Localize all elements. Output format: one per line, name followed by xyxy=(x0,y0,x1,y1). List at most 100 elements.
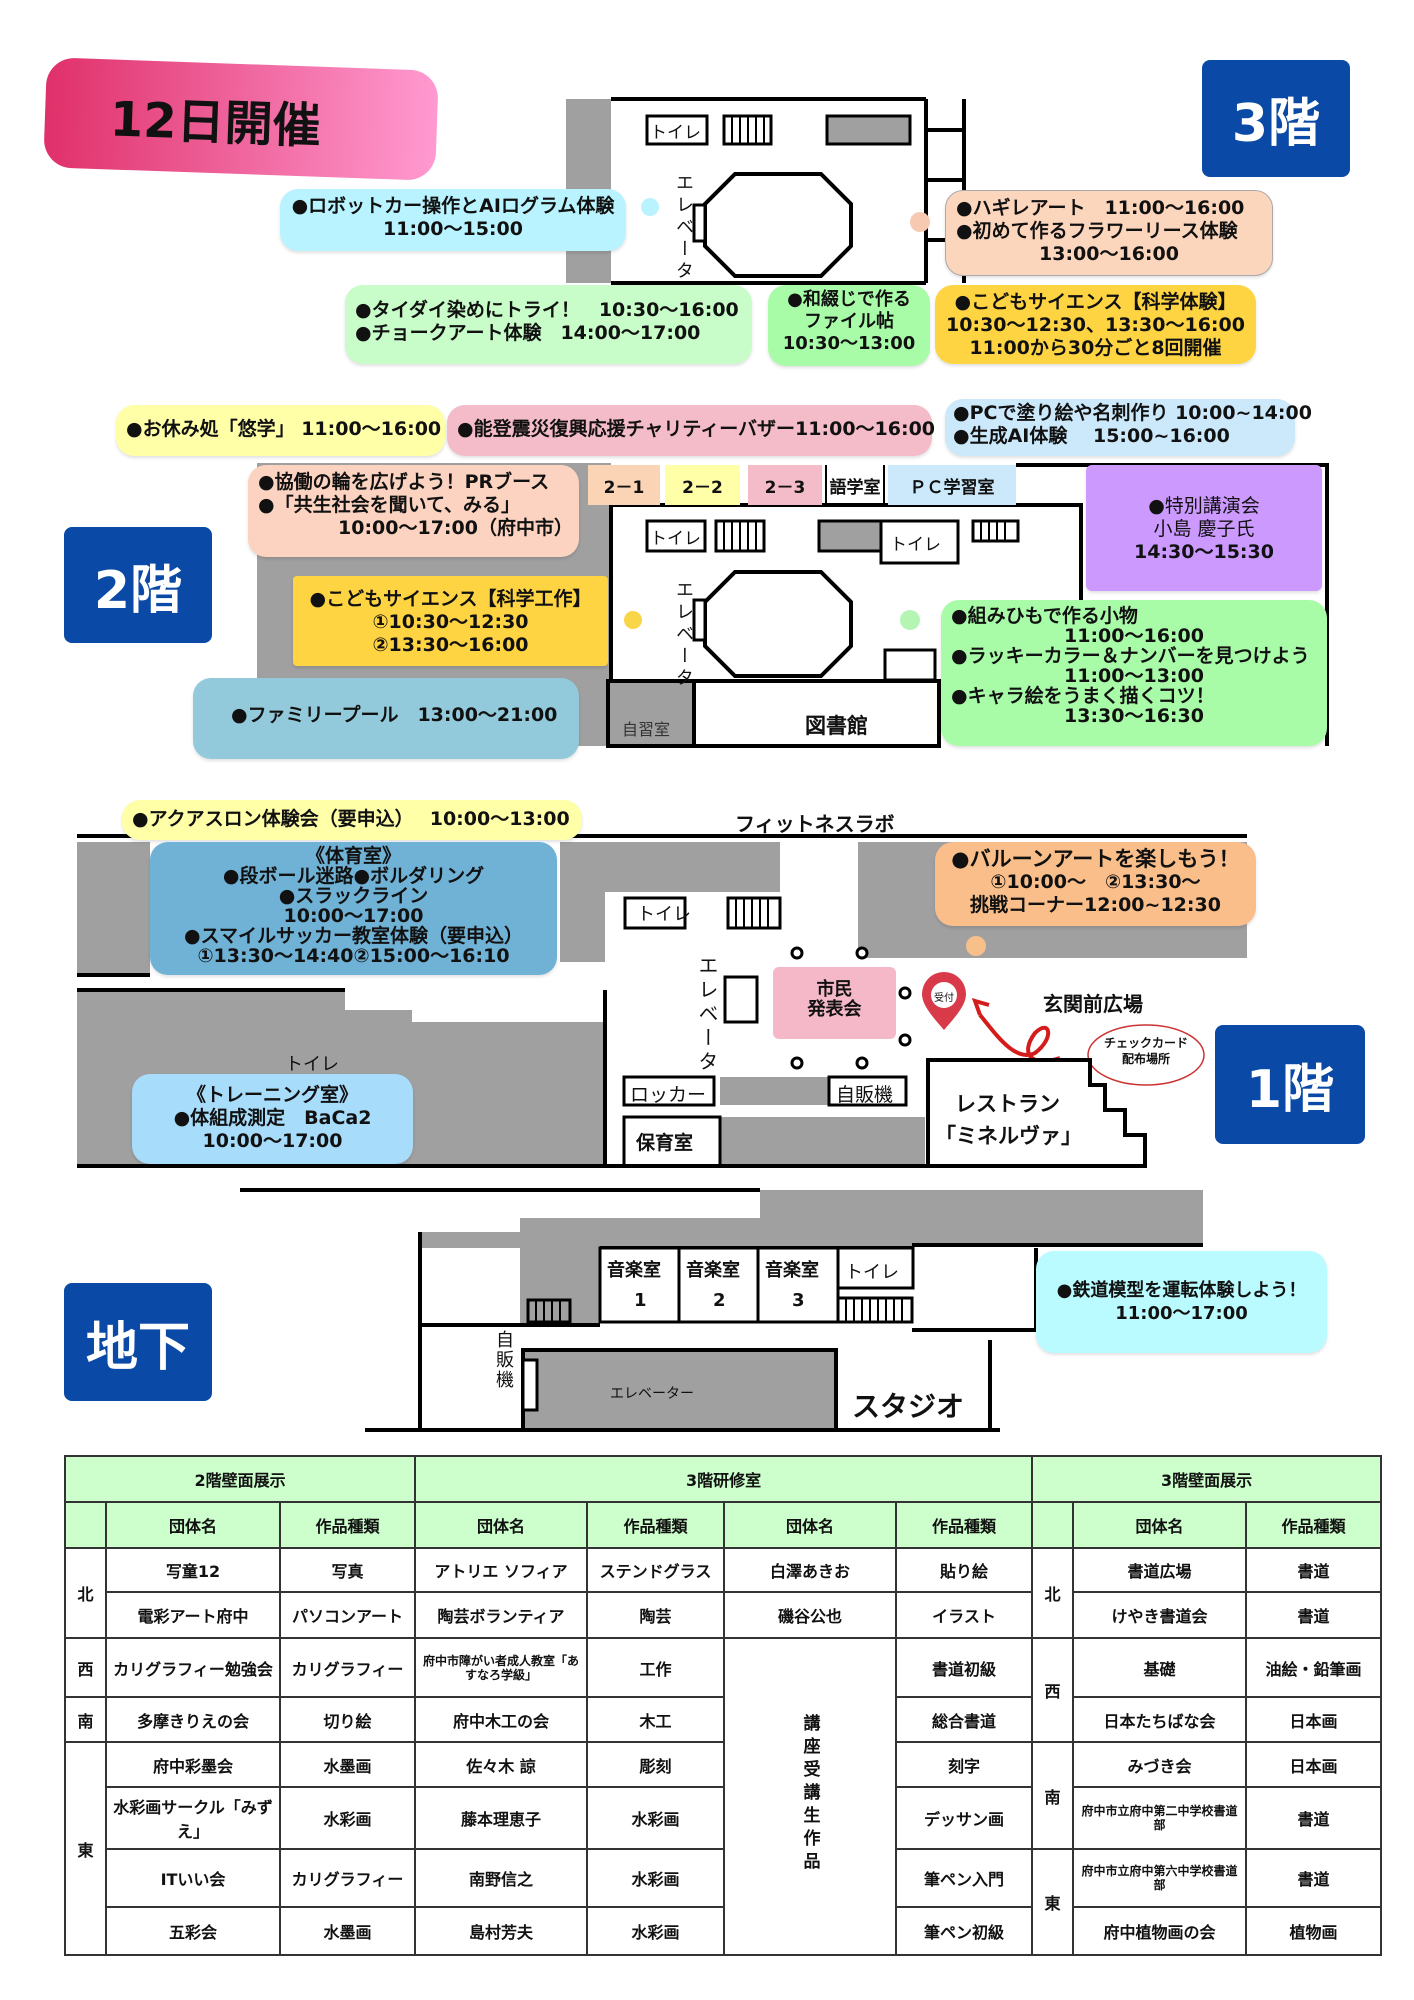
toilet-label-1f-a: トイレ xyxy=(637,904,691,925)
event-time: 11:00～15:00 xyxy=(383,218,523,240)
work-type-cell: イラスト xyxy=(895,1591,1034,1639)
event-railway-model: ●鉄道模型を運転体験しよう！11:00～17:00 xyxy=(1036,1251,1327,1353)
citizen-presentation-label: 市民 発表会 xyxy=(807,979,862,1020)
room-2-3: 2－3 xyxy=(748,465,822,505)
col-header: 団体名 xyxy=(723,1501,898,1549)
work-type-cell: 筆ペン初級 xyxy=(895,1906,1034,1956)
event-balloon-art: ●バルーンアートを楽しもう！①10:00～ ②13:30～挑戦コーナー12:00… xyxy=(935,842,1256,926)
group-name-cell: 府中市障がい者成人教室「あすなろ学級」 xyxy=(414,1637,589,1698)
table-row: 西カリグラフィー勉強会カリグラフィー府中市障がい者成人教室「あすなろ学級」工作講… xyxy=(64,1637,1383,1956)
event-aquathlon: ●アクアスロン体験会（要申込） 10:00～13:00 xyxy=(122,800,582,840)
group-name-cell: カリグラフィー勉強会 xyxy=(105,1637,281,1698)
fitness-lab-label: フィットネスラボ xyxy=(735,812,895,836)
language-room: 語学室 xyxy=(825,465,885,505)
event-text: ●キャラ絵をうまく描くコツ！ xyxy=(951,685,1215,707)
event-text: ●段ボール迷路●ボルダリング xyxy=(222,865,485,887)
event-text: ●バルーンアートを楽しもう！ xyxy=(951,847,1240,871)
group-name-cell: 府中市立府中第六中学校書道部 xyxy=(1072,1848,1248,1908)
direction-cell: 南 xyxy=(1031,1741,1075,1850)
work-type-cell: 日本画 xyxy=(1245,1741,1383,1788)
event-text: ●特別講演会 xyxy=(1148,495,1260,517)
event-time: 10:00～17:00 xyxy=(202,1130,343,1152)
work-type-cell: 木工 xyxy=(586,1696,726,1743)
table-row: 五彩会水墨画島村芳夫水彩画筆ペン初級府中植物画の会植物画 xyxy=(65,1906,1383,1956)
event-text: ●ロボットカー操作とAIログラム体験 xyxy=(291,195,615,217)
merged-cell-course-works: 講座受講生作品 xyxy=(723,1637,898,1956)
work-type-cell: 書道 xyxy=(1245,1547,1383,1593)
date-banner-title: 12日開催 xyxy=(108,91,322,155)
work-type-cell: 陶芸 xyxy=(586,1591,726,1639)
work-type-cell: 総合書道 xyxy=(895,1696,1034,1743)
event-text: ●こどもサイエンス【科学工作】 xyxy=(309,588,592,610)
event-text: ●ファミリープール 13:00～21:00 xyxy=(231,704,558,726)
event-time: 10:30～12:30、13:30～16:00 xyxy=(946,314,1245,336)
event-time: 13:30～16:30 xyxy=(1064,705,1204,727)
table-row: 南多摩きりえの会切り絵府中木工の会木工総合書道日本たちばな会日本画 xyxy=(64,1696,1383,1743)
work-type-cell: 筆ペン入門 xyxy=(895,1848,1034,1908)
group-name-cell: 水彩画サークル「みずえ」 xyxy=(105,1786,281,1850)
group-name-cell: けやき書道会 xyxy=(1072,1591,1248,1639)
event-text: ●和綴じで作る xyxy=(787,289,911,310)
pc-room: ＰＣ学習室 xyxy=(888,465,1016,505)
group-name-cell: 電彩アート府中 xyxy=(105,1591,281,1639)
work-type-cell: 切り絵 xyxy=(278,1696,417,1743)
work-type-cell: 刻字 xyxy=(895,1741,1034,1788)
event-pr-booth: ●協働の輪を広げよう！PRブース●「共生社会を聞いて、みる」10:00～17:0… xyxy=(248,465,579,557)
event-text: ●「共生社会を聞いて、みる」 xyxy=(258,494,521,516)
col-header: 作品種類 xyxy=(278,1501,417,1549)
group-name-cell: 白澤あきお xyxy=(723,1547,898,1593)
event-time: 11:00～16:00 xyxy=(1064,625,1204,647)
col-header: 団体名 xyxy=(1072,1501,1248,1549)
work-type-cell: 水彩画 xyxy=(586,1786,726,1850)
work-type-cell: 水墨画 xyxy=(278,1906,417,1956)
event-time: 13:00～16:00 xyxy=(1039,243,1179,265)
nursery-label: 保育室 xyxy=(636,1132,694,1154)
group-header: 2階壁面展示 xyxy=(63,1455,417,1503)
event-text: ●ラッキーカラー＆ナンバーを見つけよう xyxy=(951,645,1310,667)
work-type-cell: ステンドグラス xyxy=(586,1547,726,1593)
work-type-cell: 彫刻 xyxy=(586,1741,726,1788)
event-tie-dye: ●タイダイ染めにトライ！ 10:30～16:00●チョークアート体験 14:00… xyxy=(345,285,752,364)
direction-cell: 南 xyxy=(64,1696,107,1743)
group-name-cell: 磯谷公也 xyxy=(723,1591,898,1639)
table-row: 水彩画サークル「みずえ」水彩画藤本理恵子水彩画デッサン画府中市立府中第二中学校書… xyxy=(65,1786,1383,1850)
event-text: ●PCで塗り絵や名刺作り 10:00~14:00 xyxy=(953,402,1312,424)
group-name-cell: 府中木工の会 xyxy=(414,1696,589,1743)
group-name-cell: ITいい会 xyxy=(105,1848,281,1908)
direction-cell: 東 xyxy=(1031,1848,1075,1956)
col-header: 作品種類 xyxy=(586,1501,726,1549)
event-time: 14:30～15:30 xyxy=(1134,541,1274,563)
group-name-cell: 陶芸ボランティア xyxy=(414,1591,589,1639)
col-header: 作品種類 xyxy=(1245,1501,1383,1549)
event-text: 《トレーニング室》 xyxy=(186,1084,358,1106)
group-name-cell: 書道広場 xyxy=(1072,1547,1248,1593)
toilet-label-3f: トイレ xyxy=(650,123,701,143)
work-type-cell: 油絵・鉛筆画 xyxy=(1245,1637,1383,1698)
music-room-3-number: 3 xyxy=(792,1290,805,1311)
work-type-cell: 書道 xyxy=(1245,1786,1383,1850)
table-row: 東府中彩墨会水墨画佐々木 諒彫刻刻字南みづき会日本画 xyxy=(64,1741,1383,1956)
work-type-cell: 写真 xyxy=(278,1547,417,1593)
plan-b1 xyxy=(240,1188,1203,1432)
music-room-1-number: 1 xyxy=(634,1290,647,1311)
entrance-plaza-label: 玄関前広場 xyxy=(1043,992,1143,1016)
floor-badge-1f: 1階 xyxy=(1215,1025,1365,1144)
music-room-3-label: 音楽室 xyxy=(765,1260,819,1281)
event-time: 11:00～13:00 xyxy=(1064,665,1204,687)
vending-machine-label-b1: 自販機 xyxy=(493,1330,514,1390)
work-type-cell: 植物画 xyxy=(1245,1906,1383,1956)
event-noto-bazaar: ●能登震災復興応援チャリティーバザー11:00～16:00 xyxy=(447,405,935,456)
event-text: 11:00から30分ごと8回開催 xyxy=(969,337,1222,359)
event-time: ①13:30～14:40②15:00～16:10 xyxy=(197,945,510,967)
event-text: ●スマイルサッカー教室体験（要申込） xyxy=(183,925,523,947)
direction-cell: 西 xyxy=(64,1637,107,1698)
arrow-icon xyxy=(971,998,1061,1064)
event-time: 11:00～17:00 xyxy=(1115,1303,1248,1324)
